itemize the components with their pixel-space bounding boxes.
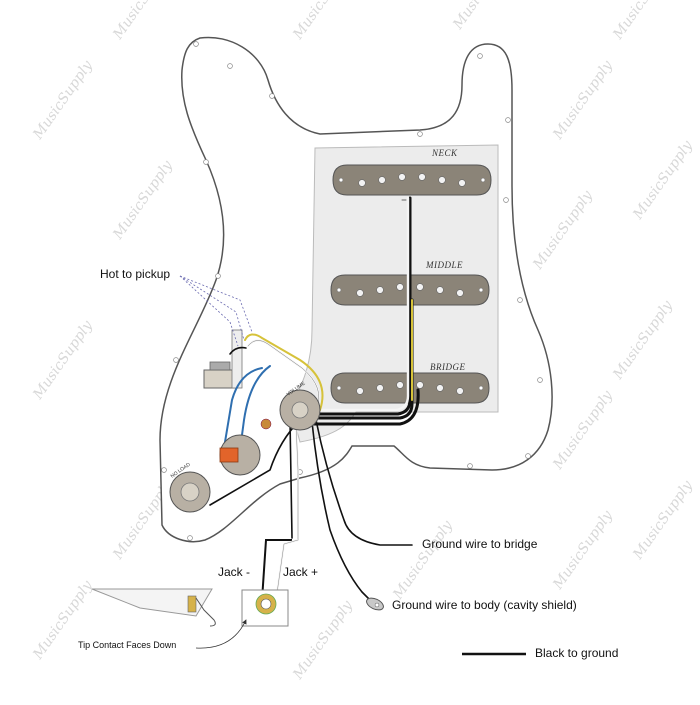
screw-hole bbox=[477, 53, 483, 59]
mount-hole bbox=[338, 177, 344, 183]
pole-piece bbox=[436, 384, 444, 392]
watermark-text: MusicSupply bbox=[550, 507, 617, 593]
watermark-text: MusicSupply bbox=[550, 387, 617, 473]
screw-hole bbox=[517, 297, 523, 303]
ground-body-label: Ground wire to body (cavity shield) bbox=[392, 598, 577, 612]
pole-piece bbox=[456, 289, 464, 297]
jack-plate bbox=[91, 588, 216, 627]
tip-contact-label: Tip Contact Faces Down bbox=[78, 640, 177, 650]
watermark-text: MusicSupply bbox=[610, 0, 677, 43]
ground-bridge-label: Ground wire to bridge bbox=[422, 537, 538, 551]
pole-piece bbox=[398, 173, 406, 181]
screw-hole bbox=[537, 377, 543, 383]
screw-holes bbox=[161, 41, 543, 541]
watermark-text: MusicSupply bbox=[610, 297, 677, 383]
jack-socket bbox=[241, 589, 289, 627]
ground-lug bbox=[361, 591, 384, 611]
pole-piece bbox=[456, 387, 464, 395]
screw-hole bbox=[503, 197, 509, 203]
pole-piece bbox=[378, 176, 386, 184]
watermark-text: MusicSupply bbox=[390, 517, 457, 603]
screw-hole bbox=[203, 159, 209, 165]
volume-pot bbox=[260, 389, 321, 431]
legend-label: Black to ground bbox=[535, 646, 619, 660]
screw-hole bbox=[173, 357, 179, 363]
watermark-text: MusicSupply bbox=[30, 577, 97, 663]
screw-hole bbox=[187, 535, 193, 541]
pole-piece bbox=[416, 283, 424, 291]
watermark-text: MusicSupply bbox=[290, 0, 357, 43]
jack-wiring bbox=[261, 539, 299, 601]
screw-hole bbox=[161, 467, 167, 473]
watermark-text: MusicSupply bbox=[530, 187, 597, 273]
hot-to-pickup-label: Hot to pickup bbox=[100, 267, 171, 281]
pole-piece bbox=[438, 176, 446, 184]
pole-piece bbox=[396, 381, 404, 389]
watermark-text: MusicSupply bbox=[450, 0, 517, 33]
watermark-text: MusicSupply bbox=[630, 477, 697, 563]
pole-piece bbox=[376, 384, 384, 392]
watermark-text: MusicSupply bbox=[30, 317, 97, 403]
pole-piece bbox=[356, 387, 364, 395]
tip-leader bbox=[195, 619, 247, 649]
pole-piece bbox=[358, 179, 366, 187]
jack-minus-label: Jack - bbox=[218, 565, 251, 579]
resistor bbox=[260, 418, 272, 430]
mount-hole bbox=[480, 177, 486, 183]
neck-pickup bbox=[332, 164, 492, 196]
pole-piece bbox=[396, 283, 404, 291]
mount-hole bbox=[336, 287, 342, 293]
watermark-text: MusicSupply bbox=[550, 57, 617, 143]
watermark-text: MusicSupply bbox=[110, 0, 177, 43]
screw-hole bbox=[227, 63, 233, 69]
bridge-label: BRIDGE bbox=[430, 362, 466, 372]
pole-piece bbox=[458, 179, 466, 187]
pole-piece bbox=[416, 381, 424, 389]
screw-hole bbox=[193, 41, 199, 47]
middle-label: MIDDLE bbox=[425, 260, 463, 270]
mount-hole bbox=[478, 287, 484, 293]
tone-pot-2 bbox=[219, 434, 261, 476]
screw-hole bbox=[215, 273, 221, 279]
jack-plus-label: Jack + bbox=[283, 565, 319, 579]
mount-hole bbox=[478, 385, 484, 391]
screw-hole bbox=[269, 93, 275, 99]
watermark-text: MusicSupply bbox=[630, 137, 697, 223]
tone-pot bbox=[169, 471, 211, 513]
watermark-text: MusicSupply bbox=[30, 57, 97, 143]
hot-to-pickup-leaders bbox=[179, 275, 253, 347]
screw-hole bbox=[467, 463, 473, 469]
pole-piece bbox=[356, 289, 364, 297]
internal-wiring bbox=[209, 333, 413, 593]
watermark-text: MusicSupply bbox=[290, 597, 357, 683]
screw-hole bbox=[505, 117, 511, 123]
neck-label: NECK bbox=[431, 148, 458, 158]
mount-hole bbox=[336, 385, 342, 391]
pole-piece bbox=[436, 286, 444, 294]
capacitor bbox=[219, 447, 239, 463]
screw-hole bbox=[417, 131, 423, 137]
pickup-leads bbox=[308, 196, 420, 426]
screw-hole bbox=[525, 453, 531, 459]
watermark-text: MusicSupply bbox=[110, 157, 177, 243]
pole-piece bbox=[376, 286, 384, 294]
pole-piece bbox=[418, 173, 426, 181]
